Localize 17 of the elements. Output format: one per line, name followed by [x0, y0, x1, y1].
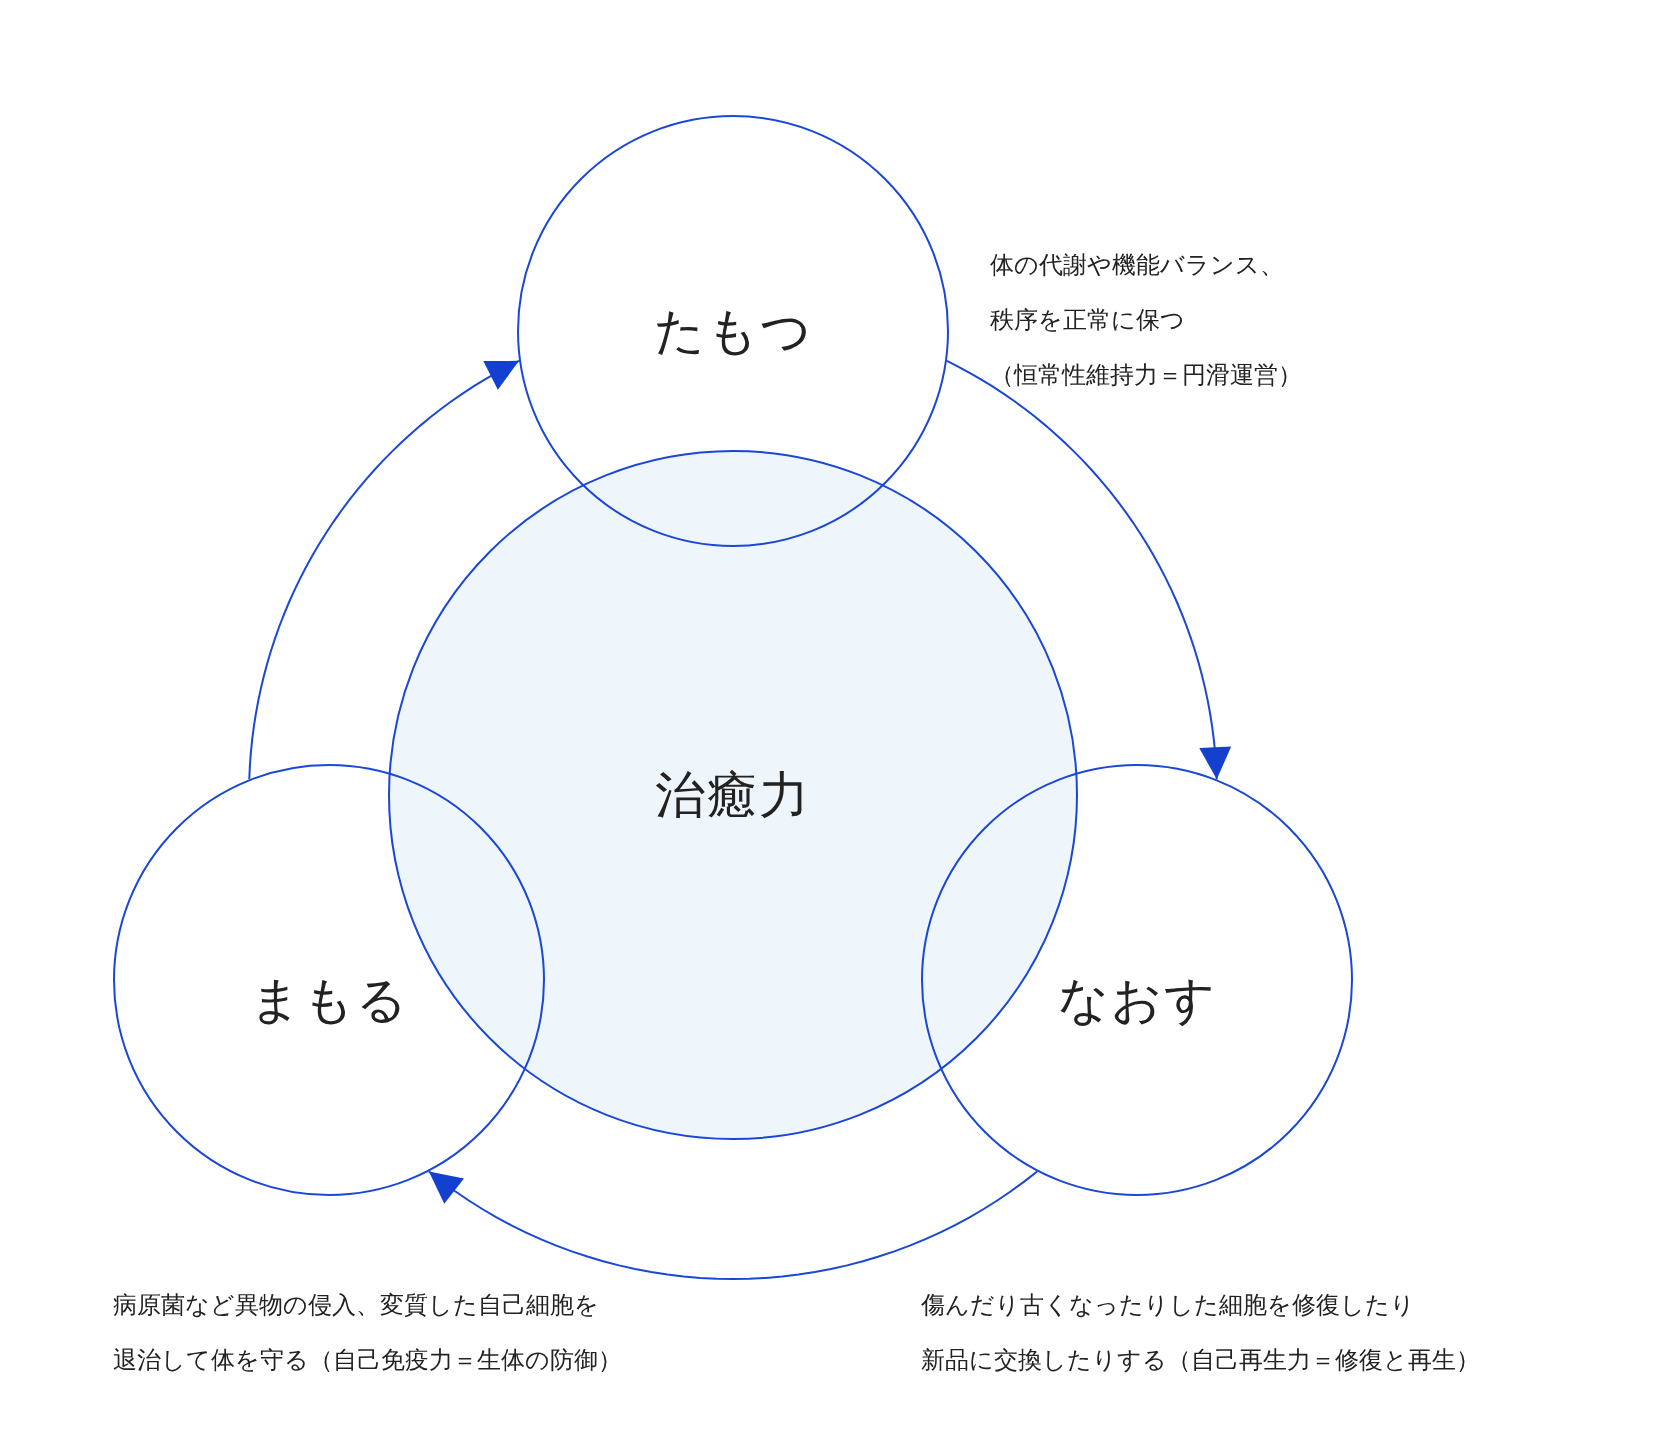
circle-node — [921, 764, 1353, 1196]
circle-node — [113, 764, 545, 1196]
node-label: たもつ — [653, 300, 813, 362]
description-text: 新品に交換したりする（自己再生力＝修復と再生） — [921, 1345, 1480, 1375]
cycle-arrow — [248, 359, 521, 781]
node-label: まもる — [249, 969, 409, 1031]
node-label: 治癒力 — [655, 764, 811, 826]
cycle-arrow — [945, 359, 1232, 781]
cycle-arrow — [427, 1170, 1039, 1280]
description-text: 退治して体を守る（自己免疫力＝生体の防御） — [113, 1345, 622, 1375]
description-text: 病原菌など異物の侵入、変質した自己細胞を — [113, 1290, 599, 1320]
description-text: （恒常性維持力＝円滑運営） — [990, 360, 1302, 390]
description-text: 体の代謝や機能バランス、 — [990, 250, 1284, 280]
circle-node — [517, 115, 949, 547]
description-text: 傷んだり古くなったりした細胞を修復したり — [921, 1290, 1415, 1320]
node-label: なおす — [1057, 969, 1217, 1031]
description-text: 秩序を正常に保つ — [990, 305, 1185, 335]
